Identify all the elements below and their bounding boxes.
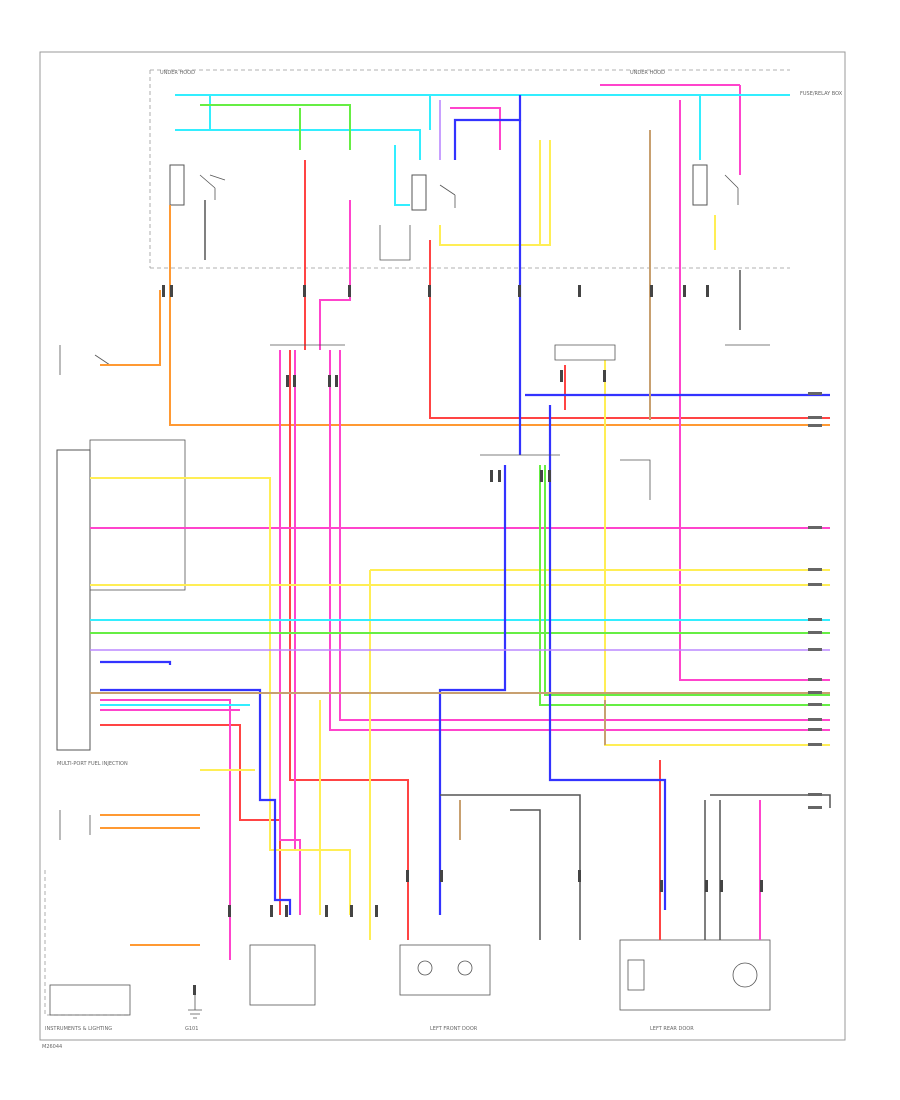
- wire-violet: [90, 100, 830, 651]
- ground-label: G101: [185, 1026, 198, 1032]
- fuse-relay-box: UNDER HOOD UNDER HOOD FUSE/RELAY BOX: [149, 69, 843, 269]
- right-terminals: [808, 392, 822, 809]
- wire-yellow: [90, 140, 830, 940]
- bottom-center-label: LEFT FRONT DOOR: [430, 1026, 478, 1032]
- bottom-component-boxes: LEFT FRONT DOOR LEFT REAR DOOR: [249, 939, 771, 1032]
- relay-small: [379, 225, 411, 261]
- wire-blue: [100, 95, 830, 915]
- pcm-module: MULTI-PORT FUEL INJECTION: [56, 439, 186, 767]
- wire-red: [100, 160, 830, 940]
- wire-brown: [90, 130, 830, 840]
- wire-gray: [204, 200, 831, 940]
- relay-3: [692, 164, 739, 206]
- wire-cyan: [90, 94, 830, 706]
- pcm-title: MULTI-PORT FUEL INJECTION: [57, 761, 128, 767]
- connector-pins: [162, 285, 763, 995]
- fuse-box-label-right: UNDER HOOD: [630, 70, 665, 76]
- relay-1: [169, 164, 226, 206]
- instrument-panel-box: INSTRUMENTS & LIGHTING: [44, 870, 131, 1032]
- wire-orange: [100, 205, 830, 946]
- ground-symbol: G101: [185, 985, 202, 1032]
- bottom-right-label: LEFT REAR DOOR: [650, 1026, 694, 1032]
- left-device-2: [59, 810, 91, 840]
- wire-pink: [90, 84, 830, 960]
- fuse-box-side-label: FUSE/RELAY BOX: [800, 91, 843, 97]
- diagram-frame: [39, 51, 846, 1041]
- fuse-box-label-left: UNDER HOOD: [160, 70, 195, 76]
- relay-2: [411, 174, 456, 211]
- splice-boxes: [270, 344, 770, 500]
- wire-green: [90, 104, 830, 706]
- instrument-panel-label: INSTRUMENTS & LIGHTING: [45, 1026, 112, 1032]
- page-id: M26044: [42, 1044, 62, 1050]
- left-device-1: [59, 345, 111, 375]
